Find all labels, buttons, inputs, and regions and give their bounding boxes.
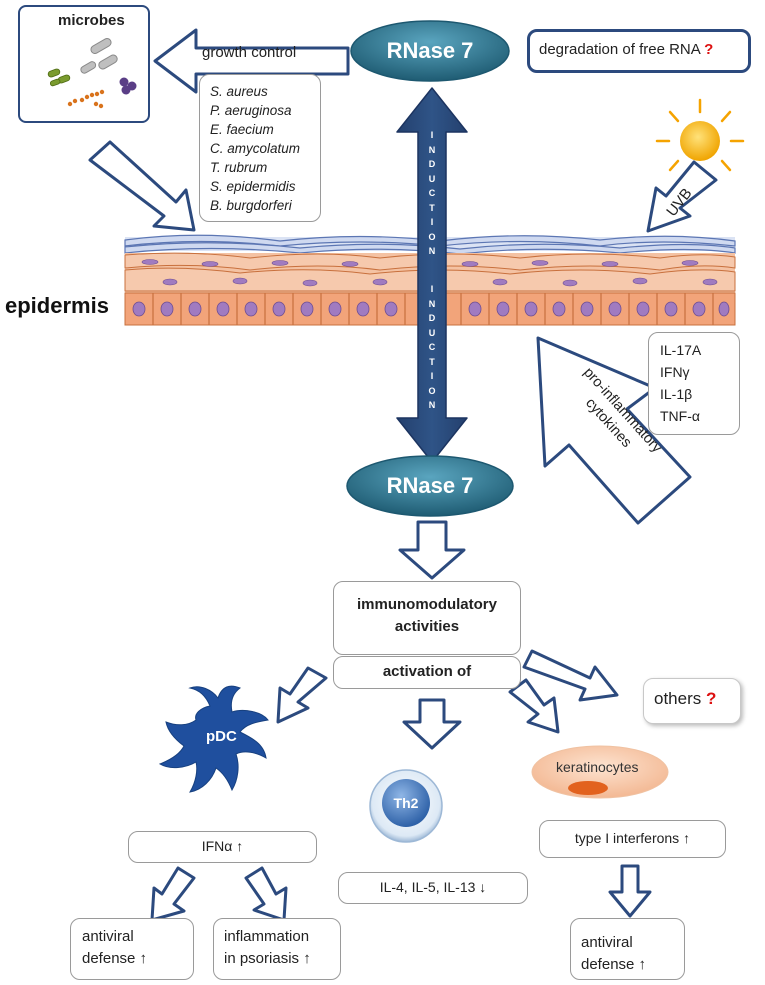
others-question-mark: ? bbox=[705, 689, 717, 708]
species-list: S. aureus P. aeruginosa E. faecium C. am… bbox=[210, 82, 300, 215]
induction-label-top: I N D U C T I O N bbox=[428, 130, 436, 256]
species-item: T. rubrum bbox=[210, 160, 268, 175]
cytokine-item: IFNγ bbox=[660, 364, 690, 380]
antiviral-right-label: antiviral defense ↑ bbox=[581, 934, 647, 973]
cytokine-item: IL-1β bbox=[660, 386, 693, 402]
induction-label-bottom: I N D U C T I O N bbox=[428, 284, 436, 410]
epidermis-label: epidermis bbox=[5, 293, 109, 318]
degradation-question-mark: ? bbox=[704, 41, 714, 58]
cytokines-list: IL-17A IFNγ IL-1β TNF-α bbox=[660, 339, 701, 427]
th2-cytokines-label: IL-4, IL-5, IL-13 ↓ bbox=[379, 879, 487, 895]
pdc-label: pDC bbox=[206, 728, 237, 745]
uvb-arrow bbox=[646, 160, 718, 233]
microbes-box bbox=[18, 5, 150, 123]
th2-cell bbox=[369, 769, 443, 843]
microbes-to-skin-arrow bbox=[88, 140, 196, 232]
keratinocyte-cell bbox=[531, 745, 669, 799]
rnase7-bottom-ellipse bbox=[346, 455, 514, 517]
growth-control-arrow bbox=[153, 28, 350, 94]
microbes-title: microbes bbox=[58, 12, 125, 29]
arrow-to-pdc bbox=[276, 666, 328, 724]
degradation-box bbox=[527, 29, 751, 73]
arrow-type1-to-antiviral bbox=[608, 864, 652, 918]
antiviral-left-box bbox=[70, 918, 194, 980]
ifn-alpha-label: IFNα ↑ bbox=[201, 838, 244, 854]
degradation-label: degradation of free RNA bbox=[539, 41, 700, 58]
species-item: C. amycolatum bbox=[210, 141, 301, 156]
species-item: S. aureus bbox=[210, 84, 268, 99]
type1-ifn-box bbox=[539, 820, 726, 858]
keratinocytes-label: keratinocytes bbox=[556, 759, 639, 775]
inflammation-label: inflammation in psoriasis ↑ bbox=[224, 928, 311, 967]
antiviral-left-label: antiviral defense ↑ bbox=[82, 928, 148, 967]
activation-label: activation of bbox=[382, 663, 472, 680]
species-item: P. aeruginosa bbox=[210, 103, 292, 118]
rnase7-top-ellipse bbox=[350, 20, 510, 82]
activation-box bbox=[333, 656, 521, 689]
cytokines-box bbox=[648, 332, 740, 435]
ifn-alpha-box bbox=[128, 831, 317, 863]
arrow-ifn-to-inflammation bbox=[244, 866, 288, 922]
type1-ifn-label: type I interferons ↑ bbox=[574, 830, 691, 846]
growth-control-label: growth control bbox=[202, 44, 297, 61]
species-item: E. faecium bbox=[210, 122, 274, 137]
others-label: others bbox=[654, 689, 702, 708]
arrow-to-others bbox=[522, 649, 619, 702]
inflammation-box bbox=[213, 918, 341, 980]
species-box bbox=[199, 74, 321, 222]
degradation-text: degradation of free RNA ? bbox=[539, 41, 713, 58]
arrow-to-keratinocytes bbox=[508, 678, 560, 734]
th2-label: Th2 bbox=[393, 795, 419, 811]
rnase7-top-label: RNase 7 bbox=[386, 38, 474, 63]
cytokine-item: IL-17A bbox=[660, 342, 702, 358]
species-item: S. epidermidis bbox=[210, 179, 296, 194]
microbes-illustration bbox=[47, 38, 137, 109]
rnase-to-immuno-arrow bbox=[398, 520, 466, 580]
species-item: B. burgdorferi bbox=[210, 198, 292, 213]
rnase7-bottom-label: RNase 7 bbox=[386, 473, 474, 498]
others-text: others ? bbox=[654, 689, 716, 709]
immunomodulatory-label: immunomodulatory activities bbox=[356, 596, 497, 635]
arrow-ifn-to-antiviral bbox=[150, 866, 196, 922]
immunomodulatory-box bbox=[333, 581, 521, 655]
proinflammatory-arrow bbox=[536, 336, 692, 525]
pdc-cell-shape bbox=[158, 685, 269, 793]
antiviral-right-box bbox=[570, 918, 685, 980]
arrow-to-th2 bbox=[402, 698, 462, 750]
others-box bbox=[643, 678, 741, 724]
th2-cytokines-box bbox=[338, 872, 528, 904]
cytokine-item: TNF-α bbox=[660, 408, 700, 424]
